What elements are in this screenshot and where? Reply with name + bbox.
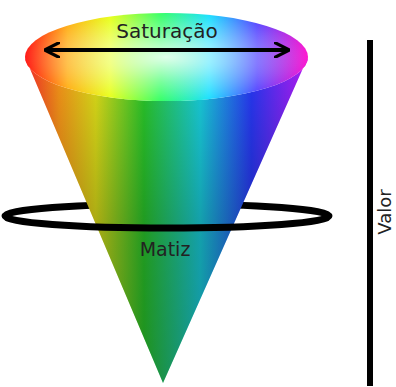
value-bar — [367, 40, 373, 386]
axis-label: Valor — [375, 189, 395, 234]
cone-side — [25, 57, 308, 383]
cone-top-white — [25, 13, 308, 101]
axis-label: Saturação — [116, 20, 217, 42]
saturation-arrow — [46, 48, 288, 52]
hue-ring-front — [5, 216, 329, 228]
axis-label: Matiz — [140, 239, 191, 260]
cone-top — [25, 13, 308, 101]
cone-shade — [25, 57, 308, 383]
